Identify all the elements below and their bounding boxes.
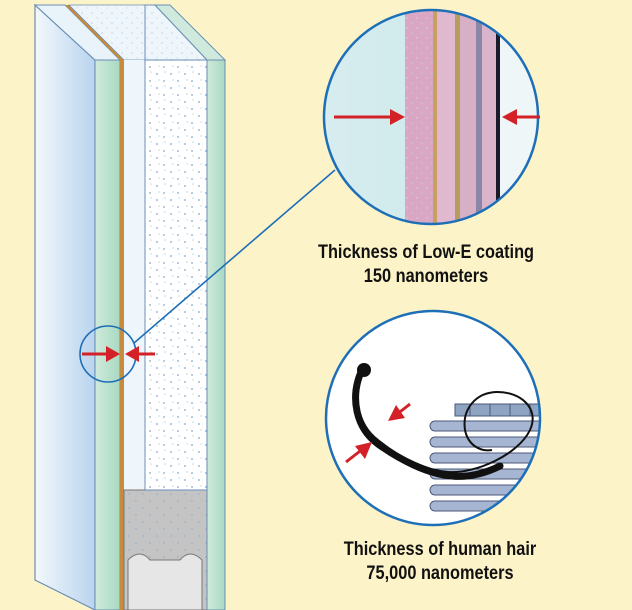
coating-caption: Thickness of Low-E coating 150 nanometer… [297,241,555,289]
coating-label-line1: Thickness of Low-E coating [317,242,535,263]
hair-magnified-circle [324,309,542,527]
outer-pane-edge [94,59,121,610]
hair-label-line1: Thickness of human hair [343,539,537,560]
coating-thickness-arrows [334,109,540,125]
coating-label-line2: 150 nanometers [363,266,489,287]
hair-label-line2: 75,000 nanometers [366,563,514,584]
spacer-profile [127,553,203,610]
double-pane-window [33,3,227,610]
air-gap [124,60,145,490]
inner-pane-edge [206,59,226,610]
hair-caption: Thickness of human hair 75,000 nanometer… [311,538,569,586]
spot-thickness-arrows [82,346,155,362]
low-e-coating-line [120,60,124,610]
outer-pane-face [34,3,96,610]
coating-magnified-circle [322,8,540,226]
hair-thickness-arrows [345,402,411,464]
magnify-connector-line [133,169,336,344]
